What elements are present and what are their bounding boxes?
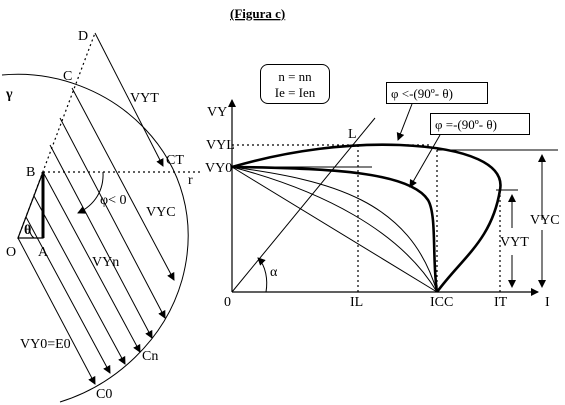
label-point-cn: Cn (142, 349, 158, 364)
curve-phi-less (231, 143, 502, 293)
label-point-l: L (348, 127, 357, 142)
gamma-arc (1, 73, 189, 403)
callout-phi-less-pointer (396, 103, 413, 141)
condition-line-2: Ie = Ien (274, 85, 316, 100)
callout-phi-equal: φ =-(90º- θ) (430, 113, 530, 135)
label-vy0: VY0=E0 (20, 337, 71, 352)
label-dim-vyt: VYT (500, 235, 529, 250)
condition-box: n = nn Ie = Ien (260, 64, 330, 104)
label-point-o: O (6, 245, 16, 260)
label-vyn: VYn (92, 255, 119, 270)
condition-line-1: n = nn (278, 69, 312, 84)
label-point-ct: CT (166, 153, 184, 168)
curve-phi-equal (231, 165, 439, 293)
theta-arc (29, 227, 35, 239)
callout-phi-less: φ <-(90º- θ) (386, 82, 488, 104)
curve-thin-2 (231, 166, 438, 293)
label-point-c0: C0 (96, 387, 112, 402)
label-point-d: D (78, 29, 88, 44)
label-origin: 0 (224, 295, 231, 310)
line-alpha (231, 117, 376, 293)
label-vyt: VYT (130, 91, 159, 106)
label-r: r (188, 173, 193, 188)
phasor-parallel-4 (33, 195, 126, 365)
left-phasor-diagram: γ D C B O A θ r φ< 0 CT Cn C0 VYT VYC VY… (1, 29, 200, 403)
phasor-vyn (25, 216, 111, 374)
label-theta: θ (24, 223, 31, 238)
phasor-parallel-2 (59, 117, 166, 319)
label-point-a: A (38, 245, 49, 260)
figure-title: (Figura c) (230, 6, 285, 21)
alpha-arc (257, 257, 268, 293)
phasor-vy0 (17, 237, 96, 385)
label-vyc: VYC (146, 205, 176, 220)
phasor-parallel-1 (71, 87, 175, 281)
label-icc: ICC (430, 295, 453, 310)
label-vyl: VYL (206, 138, 235, 153)
label-it: IT (494, 295, 508, 310)
label-y-axis: VY (207, 105, 227, 120)
curve-thin-1 (231, 166, 438, 293)
phasor-vyt (94, 32, 164, 167)
label-x-axis: I (545, 295, 550, 310)
label-point-b: B (26, 165, 35, 180)
phasor-parallel-3 (49, 144, 153, 339)
label-vy0-right: VY0 (205, 161, 232, 176)
label-il: IL (350, 295, 363, 310)
label-alpha: α (270, 265, 278, 280)
phi-arc (77, 171, 104, 214)
label-dim-vyc: VYC (530, 213, 560, 228)
label-gamma: γ (5, 87, 13, 102)
phasor-vyc (42, 171, 141, 353)
label-point-c: C (63, 69, 72, 84)
right-characteristic-diagram: VY VYL VY0 0 I IL ICC IT L α VYC VYT (205, 99, 560, 310)
label-phi: φ< 0 (100, 193, 126, 208)
callout-phi-equal-pointer (409, 134, 441, 188)
line-vy0-to-icc (231, 166, 438, 293)
